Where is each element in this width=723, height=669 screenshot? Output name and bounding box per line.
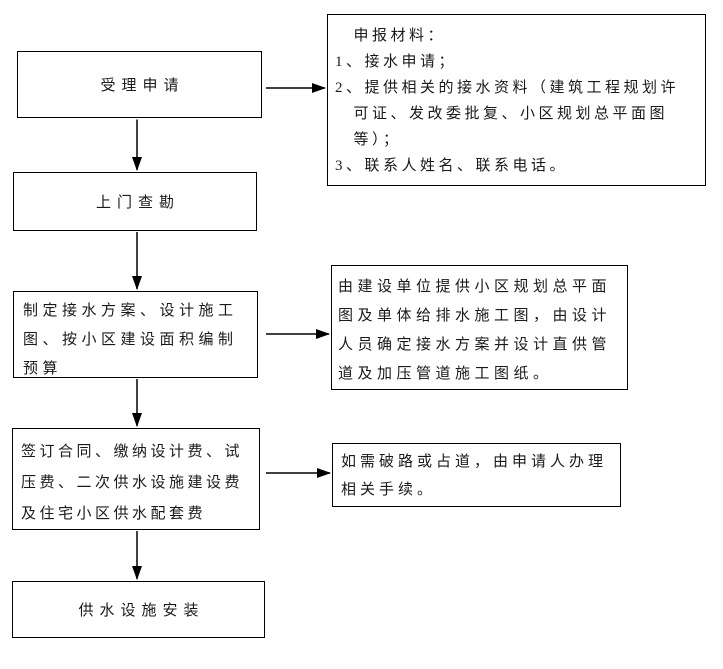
- step-onsite-survey: 上门查勘: [13, 172, 257, 231]
- step-make-connection-plan: 制定接水方案、设计施工 图、按小区建设面积编制 预算: [13, 291, 258, 378]
- note-road-permission: 如需破路或占道，由申请人办理 相关手续。: [332, 443, 621, 507]
- step-accept-application: 受理申请: [17, 51, 262, 118]
- note-design-details: 由建设单位提供小区规划总平面 图及单体给排水施工图，由设计 人员确定接水方案并设…: [331, 265, 628, 390]
- note-application-materials: 申报材料： 1、接水申请； 2、提供相关的接水资料（建筑工程规划许 可证、发改委…: [327, 14, 706, 186]
- step-sign-contract-pay-fees: 签订合同、缴纳设计费、试 压费、二次供水设施建设费 及住宅小区供水配套费: [12, 428, 260, 530]
- step-install-water-facilities: 供水设施安装: [12, 581, 265, 638]
